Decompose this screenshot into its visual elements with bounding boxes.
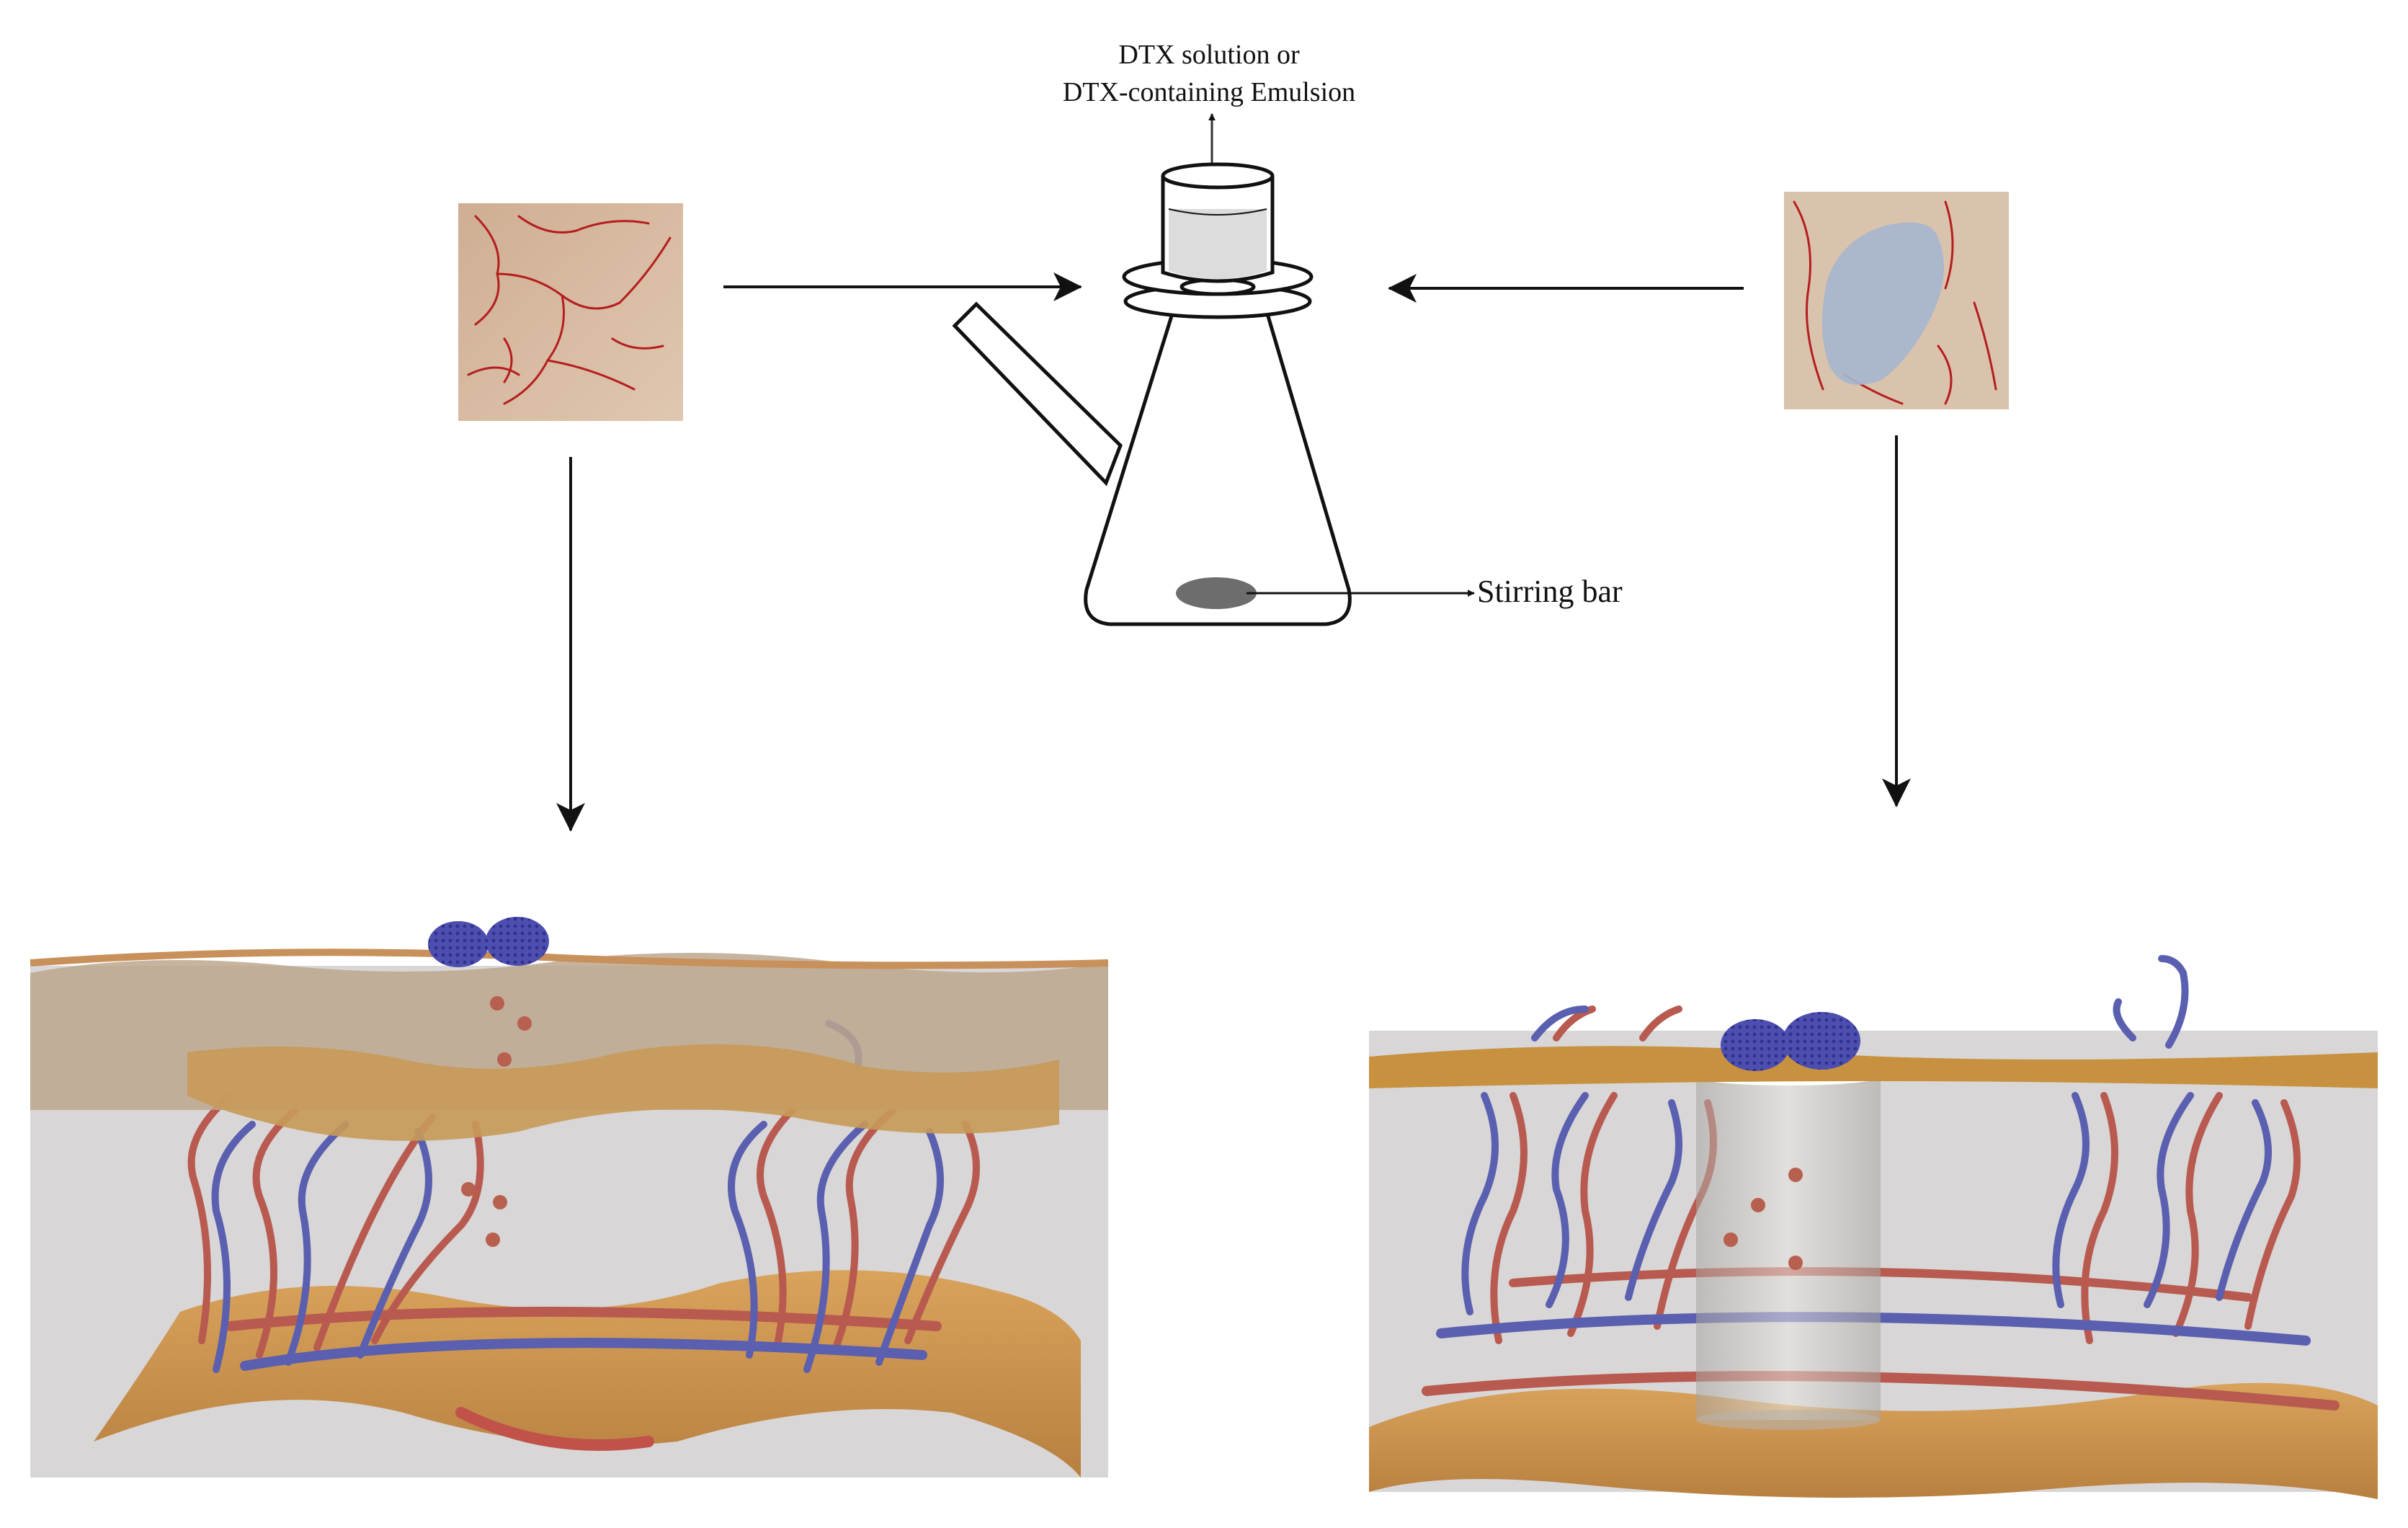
tissue-model-right [1369, 955, 2378, 1499]
erlenmeyer-flask [952, 162, 1352, 626]
graft-membrane [1821, 222, 1944, 385]
solution-label-line2: DTX-containing Emulsion [1063, 77, 1355, 107]
cam-photo-treated [1784, 192, 2009, 409]
stirring-bar-label: Stirring bar [1477, 574, 1623, 609]
cam-photo-control [458, 203, 683, 421]
stirring-bar [1176, 577, 1257, 609]
solution-label-line1: DTX solution or [1118, 40, 1300, 70]
tissue-model-left [30, 917, 1109, 1478]
